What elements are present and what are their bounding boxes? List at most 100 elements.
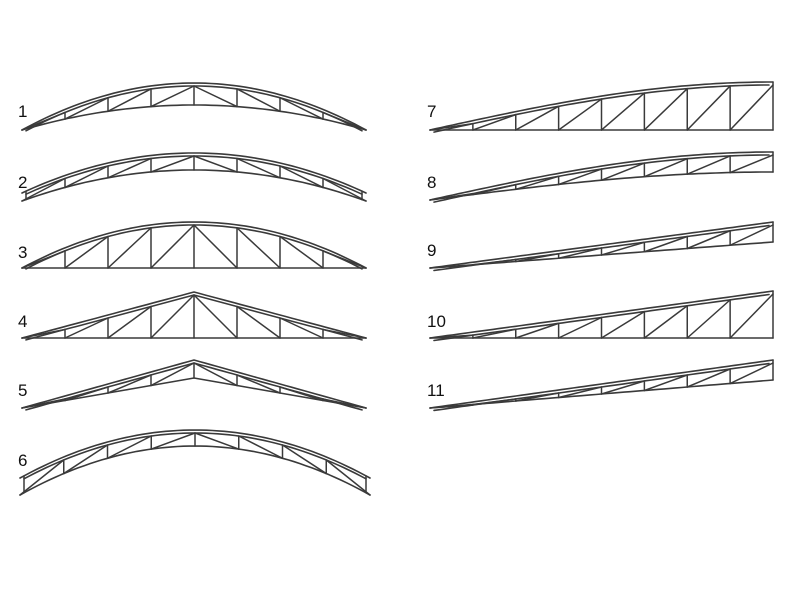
web-diagonal <box>557 168 603 186</box>
web-diagonal <box>429 264 474 269</box>
truss-6: 6 <box>18 429 371 496</box>
web-diagonal <box>429 122 474 131</box>
web-diagonal <box>729 362 774 385</box>
truss-label: 6 <box>18 451 27 470</box>
web-diagonal <box>429 404 474 409</box>
web-diagonal <box>557 98 603 131</box>
web-diagonal <box>472 183 517 196</box>
web-diagonal <box>472 328 517 339</box>
web-diagonal <box>194 432 240 450</box>
web-diagonal <box>193 294 238 339</box>
web-diagonal <box>63 444 109 475</box>
truss-label: 7 <box>427 102 436 121</box>
truss-3: 3 <box>18 221 367 270</box>
web-diagonal <box>279 386 324 402</box>
web-diagonal <box>322 328 367 339</box>
web-diagonal <box>729 84 774 131</box>
bottom-chord <box>21 169 367 202</box>
web-diagonal <box>643 157 688 178</box>
web-diagonal <box>600 380 646 395</box>
web-diagonal <box>600 310 646 339</box>
web-diagonal <box>686 230 731 250</box>
web-diagonal <box>515 392 560 402</box>
web-diagonal <box>21 111 66 131</box>
top-chord <box>429 151 774 201</box>
web-diagonal <box>279 317 324 339</box>
web-diagonal <box>21 177 66 202</box>
truss-11: 11 <box>427 359 774 412</box>
web-diagonal <box>643 374 688 392</box>
web-diagonal <box>686 85 731 131</box>
web-diagonal <box>21 250 66 269</box>
web-diagonal <box>729 154 774 174</box>
top-chord <box>429 221 774 269</box>
web-diagonal <box>515 175 560 191</box>
truss-5: 5 <box>18 359 367 411</box>
truss-label: 5 <box>18 381 27 400</box>
truss-2: 2 <box>18 152 367 202</box>
truss-9: 9 <box>427 221 774 272</box>
web-diagonal <box>325 459 371 496</box>
web-diagonal <box>236 88 281 112</box>
web-diagonal <box>279 235 324 269</box>
web-diagonal <box>515 322 560 339</box>
truss-10: 10 <box>427 290 774 342</box>
web-diagonal <box>515 105 560 131</box>
web-diagonal <box>150 362 195 387</box>
web-diagonal <box>64 165 109 189</box>
truss-label: 10 <box>427 312 446 331</box>
top-chord <box>21 359 367 409</box>
web-diagonal <box>193 85 238 108</box>
top-chord <box>429 81 774 131</box>
web-diagonal <box>515 253 560 263</box>
web-diagonal <box>600 162 646 181</box>
truss-label: 2 <box>18 173 27 192</box>
web-diagonal <box>322 250 367 269</box>
truss-7: 7 <box>427 81 774 133</box>
web-diagonal <box>322 398 367 409</box>
web-diagonal <box>150 85 195 108</box>
top-chord <box>429 290 774 339</box>
truss-label: 3 <box>18 243 27 262</box>
web-diagonal <box>64 97 109 120</box>
truss-4: 4 <box>18 291 367 341</box>
web-diagonal <box>472 113 517 131</box>
web-diagonal <box>600 92 646 131</box>
web-diagonal <box>600 241 646 256</box>
web-diagonal <box>150 294 195 339</box>
web-diagonal <box>238 435 284 459</box>
web-diagonal <box>279 165 324 189</box>
web-diagonal <box>429 192 474 201</box>
truss-label: 4 <box>18 312 27 331</box>
web-diagonal <box>557 316 603 339</box>
web-diagonal <box>729 293 774 339</box>
truss-label: 9 <box>427 241 436 260</box>
web-diagonal <box>236 374 281 394</box>
web-diagonal <box>686 368 731 388</box>
web-diagonal <box>281 444 327 475</box>
web-diagonal <box>686 155 731 175</box>
web-diagonal <box>150 432 196 450</box>
top-chord <box>21 152 367 194</box>
web-diagonal <box>236 305 281 339</box>
truss-label: 8 <box>427 173 436 192</box>
web-diagonal <box>322 111 367 131</box>
web-diagonal <box>107 227 152 269</box>
web-diagonal <box>21 398 66 409</box>
top-chord <box>429 359 774 409</box>
web-diagonal <box>193 362 238 387</box>
web-diagonal <box>729 224 774 246</box>
top-chord <box>21 221 367 269</box>
truss-label: 1 <box>18 102 27 121</box>
web-diagonal <box>236 157 281 179</box>
top-chord <box>19 429 371 479</box>
web-diagonal <box>686 299 731 339</box>
web-diagonal <box>557 386 603 399</box>
web-diagonal <box>643 87 688 131</box>
web-diagonal <box>472 398 517 406</box>
truss-label: 11 <box>427 381 445 400</box>
web-diagonal <box>19 459 65 496</box>
web-diagonal <box>279 97 324 120</box>
top-chord <box>21 291 367 339</box>
